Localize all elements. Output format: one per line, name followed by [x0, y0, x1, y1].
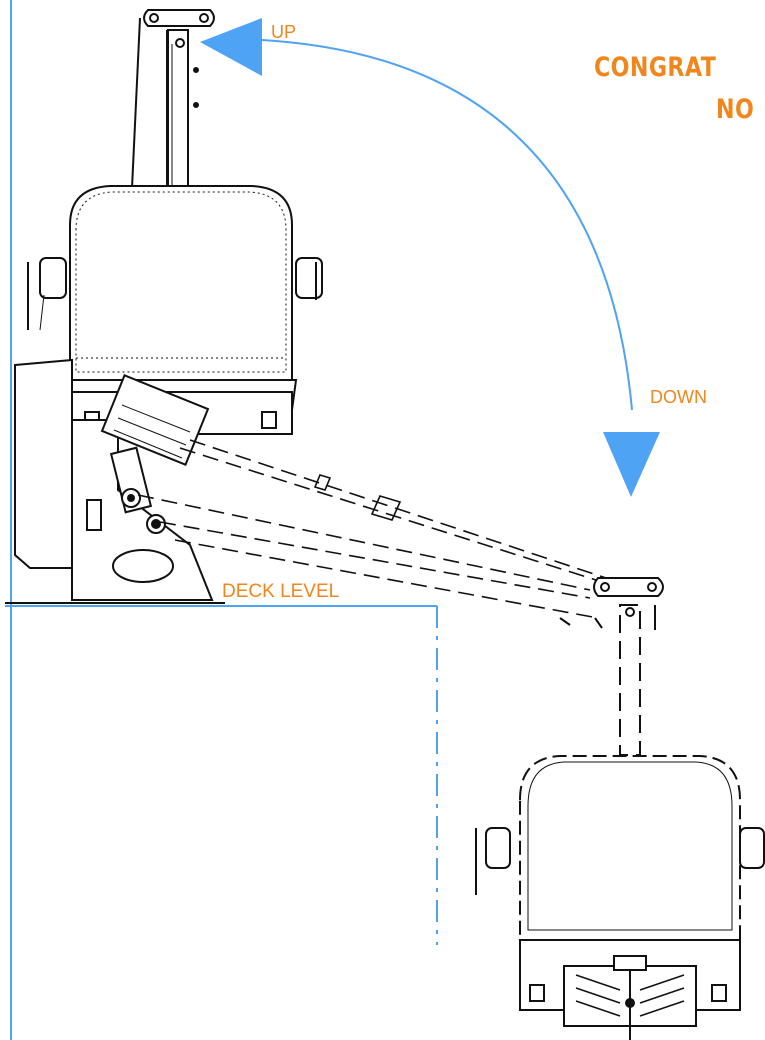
headline-line-2: NO [716, 94, 755, 125]
down-arrow-head [603, 432, 660, 497]
up-label: UP [271, 22, 297, 42]
down-label: DOWN [650, 387, 707, 407]
lift-base [14, 358, 214, 601]
deck-level-label: DECK LEVEL [222, 581, 340, 602]
up-arrow-head [200, 18, 262, 76]
dashed-lift-arm [137, 439, 607, 619]
motion-arc [261, 39, 633, 411]
arm-end-cap [593, 577, 664, 597]
headline-line-1: CONGRAT [594, 52, 717, 83]
lower-seat-assembly [475, 604, 765, 1040]
